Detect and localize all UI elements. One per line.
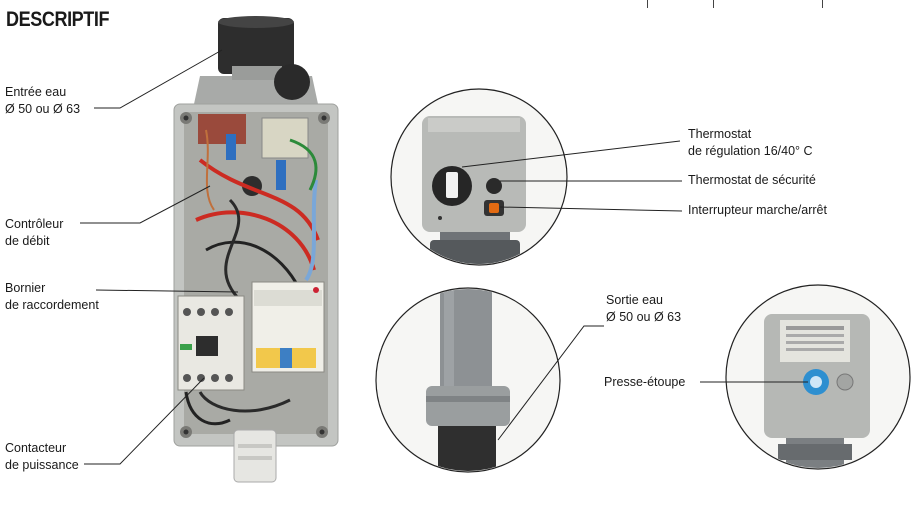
- top-knob-icon: [274, 64, 310, 100]
- label-line: Ø 50 ou Ø 63: [5, 102, 81, 116]
- power-switch-icon: [489, 203, 499, 213]
- label-power-switch: Interrupteur marche/arrêt: [688, 203, 827, 217]
- detail-water-outlet: [375, 287, 561, 473]
- top-tick-mark: [822, 0, 823, 8]
- label-line: Ø 50 ou Ø 63: [606, 310, 682, 324]
- label-line: de raccordement: [5, 298, 99, 312]
- open-heater-unit: [173, 16, 339, 483]
- label-water-outlet: Sortie eau Ø 50 ou Ø 63: [606, 292, 681, 326]
- label-power-contactor: Contacteur de puissance: [5, 440, 79, 474]
- label-line: de débit: [5, 234, 50, 248]
- label-line: Contacteur: [5, 441, 67, 455]
- thermostat-box: [261, 117, 309, 159]
- water-inlet-pipe: [218, 18, 294, 74]
- label-line: de régulation 16/40° C: [688, 144, 813, 158]
- label-safety-thermostat: Thermostat de sécurité: [688, 173, 816, 187]
- terminal-block-top: [198, 114, 246, 144]
- label-line: de puissance: [5, 458, 79, 472]
- label-cable-gland: Presse-étoupe: [604, 375, 686, 389]
- detail-cable-gland: [725, 284, 911, 470]
- label-line: Entrée eau: [5, 85, 67, 99]
- label-line: Contrôleur: [5, 217, 64, 231]
- safety-thermostat-icon: [486, 178, 502, 194]
- label-line: Thermostat: [688, 127, 752, 141]
- leader-lines: [80, 49, 808, 465]
- label-flow-controller: Contrôleur de débit: [5, 216, 63, 250]
- label-line: Bornier: [5, 281, 46, 295]
- detail-thermostats: [390, 88, 568, 266]
- top-tick-mark: [713, 0, 714, 8]
- top-tick-mark: [647, 0, 648, 8]
- label-line: Sortie eau: [606, 293, 663, 307]
- label-water-inlet: Entrée eau Ø 50 ou Ø 63: [5, 84, 80, 118]
- label-regulation-thermostat: Thermostat de régulation 16/40° C: [688, 126, 813, 160]
- page-title: DESCRIPTIF: [6, 8, 110, 31]
- label-terminal-block: Bornier de raccordement: [5, 280, 99, 314]
